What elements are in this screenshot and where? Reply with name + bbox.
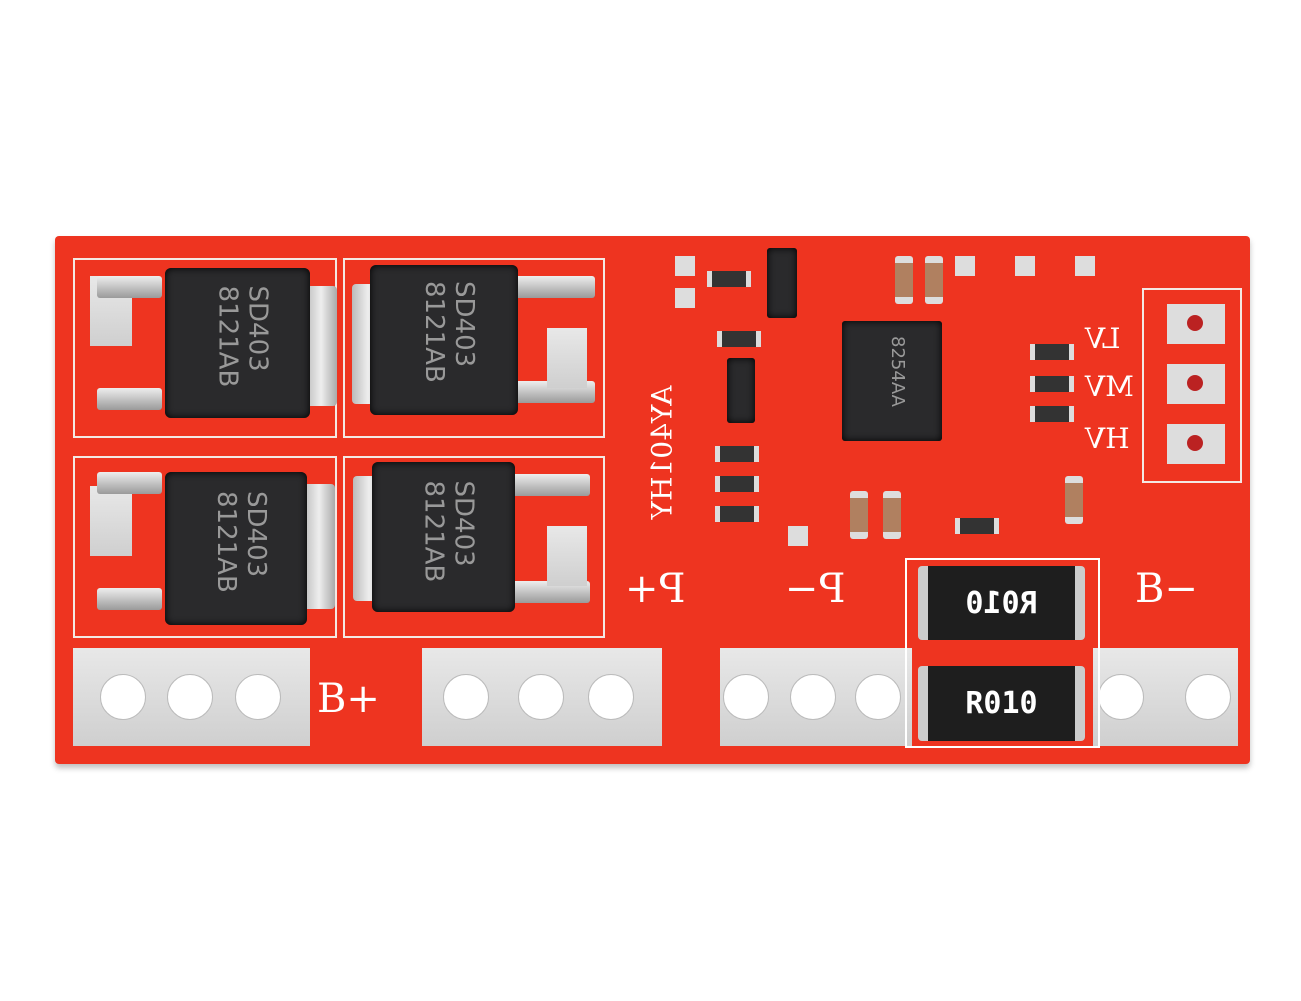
hole xyxy=(588,674,634,720)
pad xyxy=(547,328,587,388)
hole xyxy=(100,674,146,720)
transistor xyxy=(727,358,755,423)
hole xyxy=(790,674,836,720)
mosfet-outline xyxy=(343,456,605,638)
chip-marking: SD403 8121AB xyxy=(212,285,273,388)
hole xyxy=(855,674,901,720)
chip-marking: SD403 8121AB xyxy=(211,491,271,593)
hole xyxy=(167,674,213,720)
pin xyxy=(97,588,162,610)
smd-resistor xyxy=(715,446,759,462)
shunt-resistor: R010 xyxy=(918,666,1085,741)
mosfet-tab xyxy=(305,286,337,406)
pin xyxy=(97,276,162,298)
smd-resistor xyxy=(1030,406,1074,422)
pad xyxy=(1015,256,1035,276)
shunt-resistor: R010 xyxy=(918,566,1085,640)
mosfet-tab xyxy=(303,484,335,609)
hole xyxy=(443,674,489,720)
smd-resistor xyxy=(707,271,751,287)
mosfet-outline xyxy=(343,258,605,438)
mosfet-outline xyxy=(73,456,337,638)
hv-pad[interactable] xyxy=(1167,424,1225,464)
smd-capacitor xyxy=(1065,476,1083,524)
p-plus-label: P+ xyxy=(625,566,686,612)
smd-resistor xyxy=(715,476,759,492)
header-outline xyxy=(1142,288,1242,483)
pad xyxy=(675,288,695,308)
pin xyxy=(97,472,162,494)
protection-ic: 8254AA xyxy=(842,321,942,441)
pad xyxy=(955,256,975,276)
chip-marking: SD403 8121AB xyxy=(419,281,479,383)
smd-capacitor xyxy=(925,256,943,304)
smd-capacitor xyxy=(850,491,868,539)
smd-capacitor xyxy=(895,256,913,304)
maker-label: AY401HY xyxy=(645,385,679,520)
mosfet-chip: SD403 8121AB xyxy=(165,268,310,418)
pad xyxy=(547,526,587,586)
hole xyxy=(1185,674,1231,720)
smd-resistor xyxy=(717,331,761,347)
chip-marking: SD403 8121AB xyxy=(418,480,479,583)
hole xyxy=(1098,674,1144,720)
pcb-board: SD403 8121AB SD403 8121AB SD403 8121AB S… xyxy=(55,236,1250,764)
pad xyxy=(90,486,132,556)
smd-capacitor xyxy=(883,491,901,539)
hole xyxy=(723,674,769,720)
smd-resistor xyxy=(1030,376,1074,392)
hv-label: HV xyxy=(1085,422,1130,455)
ic-marking: 8254AA xyxy=(886,336,908,407)
pad xyxy=(788,526,808,546)
mosfet-chip: SD403 8121AB xyxy=(372,462,515,612)
pin xyxy=(515,276,595,298)
pin xyxy=(510,474,590,496)
mosfet-chip: SD403 8121AB xyxy=(370,265,518,415)
mosfet-chip: SD403 8121AB xyxy=(165,472,307,625)
hole xyxy=(235,674,281,720)
lv-pad[interactable] xyxy=(1167,304,1225,344)
shunt-outline xyxy=(905,558,1100,748)
b-plus-label: B+ xyxy=(317,676,380,722)
smd-resistor xyxy=(1030,344,1074,360)
hole xyxy=(518,674,564,720)
pad xyxy=(675,256,695,276)
pad xyxy=(1075,256,1095,276)
pin xyxy=(97,388,162,410)
lv-label: LV xyxy=(1085,322,1121,355)
mv-pad[interactable] xyxy=(1167,364,1225,404)
transistor xyxy=(767,248,797,318)
mv-label: MV xyxy=(1085,370,1134,403)
pin xyxy=(510,581,590,603)
smd-resistor xyxy=(715,506,759,522)
p-minus-label: P− xyxy=(785,566,846,612)
smd-resistor xyxy=(955,518,999,534)
b-minus-label: B− xyxy=(1135,566,1198,612)
